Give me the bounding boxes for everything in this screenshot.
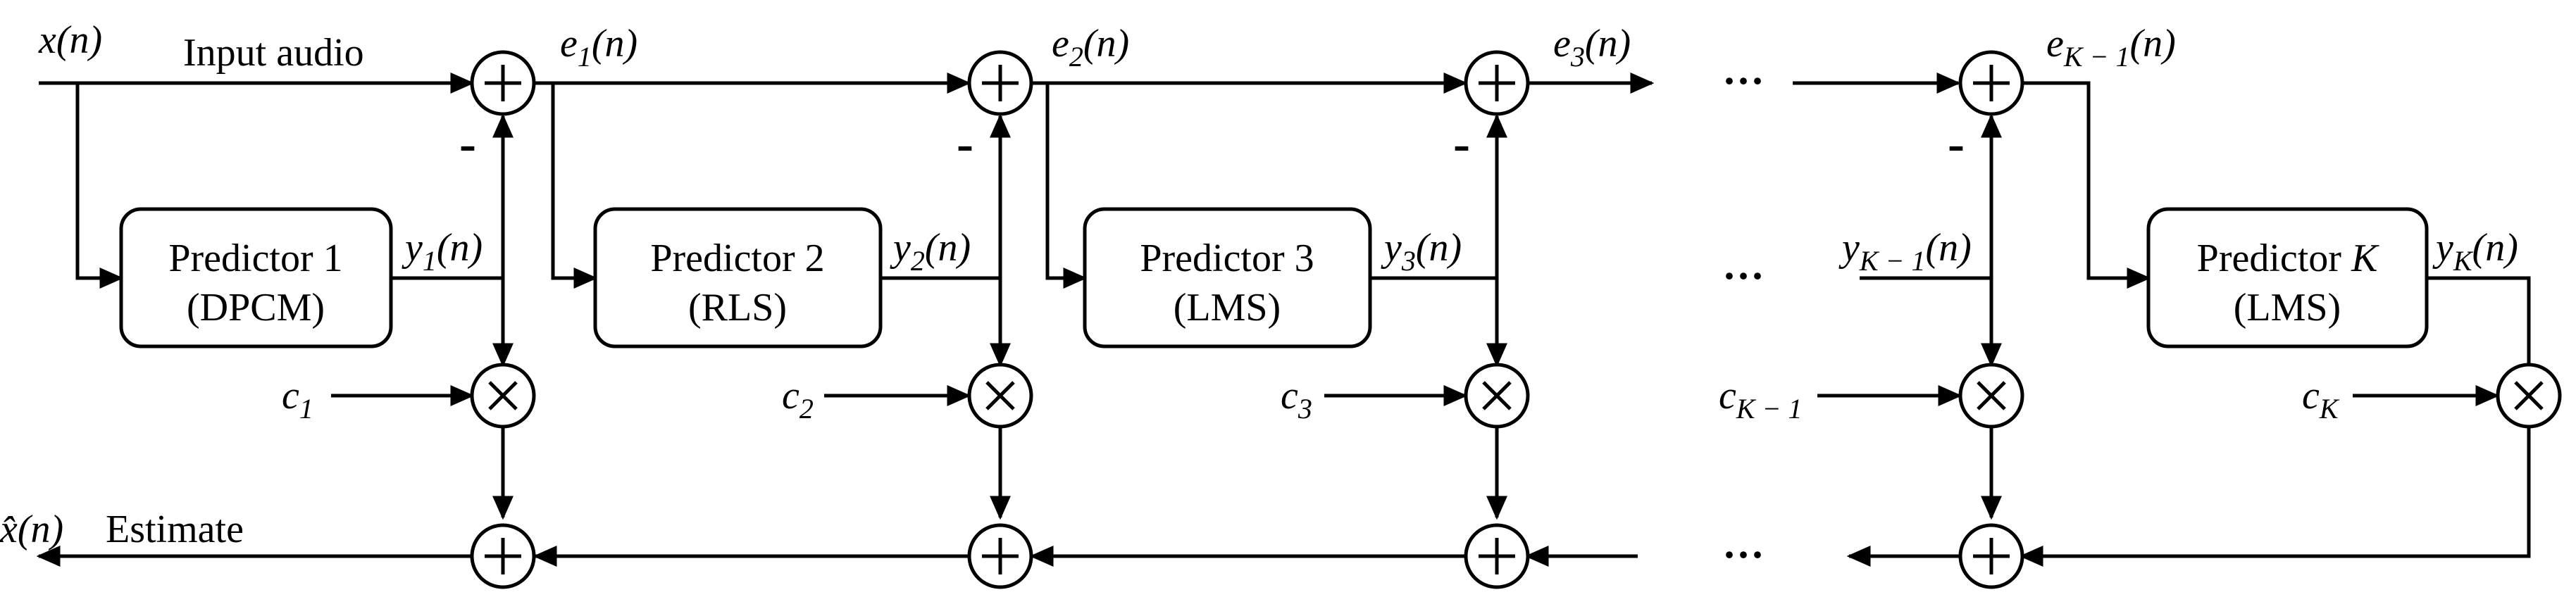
error-2-label: e2(n) [1052,22,1129,73]
error-k-1-label: eK − 1(n) [2046,22,2176,73]
sum-node-estimate-1 [470,523,536,589]
ellipsis-middle: ··· [1722,253,1765,299]
sum-node-estimate-k-1 [1958,523,2024,589]
output-3-label: y3(n) [1381,226,1462,277]
output-1-label: y1(n) [402,226,483,277]
multiply-node-3 [1464,363,1530,429]
multiply-node-k-1 [1958,363,2024,429]
predictor-box-3: Predictor 3 (LMS) [1083,207,1372,348]
multiply-node-1 [470,363,536,429]
multiply-node-2 [967,363,1033,429]
multiplier-nodes [470,363,2562,429]
sum-node-estimate-2 [967,523,1033,589]
predictor-1-type: (DPCM) [187,286,325,329]
coefficient-k-1-label: cK − 1 [1719,374,1803,425]
estimate-signal-label: x̂(n) [0,508,63,551]
predictor-k-name: Predictor K [2197,237,2379,280]
predictor-k-type: (LMS) [2234,286,2341,329]
predictor-1-name: Predictor 1 [168,237,342,280]
predictor-3-name: Predictor 3 [1140,237,1314,280]
error-1-label: e1(n) [560,22,637,73]
predictor-box-k: Predictor K (LMS) [2146,207,2429,348]
minus-sign-2: - [957,115,973,172]
predictor-box-1: Predictor 1 (DPCM) [119,207,393,348]
predictor-box-2: Predictor 2 (RLS) [593,207,883,348]
minus-sign-3: - [1453,115,1470,172]
sum-node-estimate-3 [1464,523,1530,589]
summing-junctions [470,50,2024,589]
output-k-label: yK(n) [2432,226,2518,277]
sum-node-error-2 [967,50,1033,116]
signal-wires [36,73,2531,567]
multiply-node-k [2496,363,2562,429]
error-3-label: e3(n) [1553,22,1631,73]
input-signal-label: x(n) [38,18,102,62]
minus-sign-k-1: - [1948,115,1965,172]
output-2-label: y2(n) [890,226,971,277]
predictor-3-type: (LMS) [1174,286,1281,329]
ellipsis-top: ··· [1722,58,1765,104]
ellipsis-bottom: ··· [1722,532,1765,578]
estimate-label: Estimate [106,508,244,551]
predictor-2-type: (RLS) [688,286,787,329]
sum-node-error-1 [470,50,536,116]
coefficient-k-label: cK [2302,374,2340,425]
coefficient-2-label: c2 [782,374,814,425]
sum-node-error-k-1 [1958,50,2024,116]
signal-labels: x(n) Input audio x̂(n) Estimate e1(n) e2… [0,18,2518,578]
sum-node-error-3 [1464,50,1530,116]
predictor-2-name: Predictor 2 [650,237,824,280]
coefficient-3-label: c3 [1281,374,1312,425]
coefficient-1-label: c1 [282,374,313,425]
output-k-1-label: yK − 1(n) [1838,226,1972,277]
input-audio-label: Input audio [183,31,364,75]
minus-sign-1: - [459,115,476,172]
